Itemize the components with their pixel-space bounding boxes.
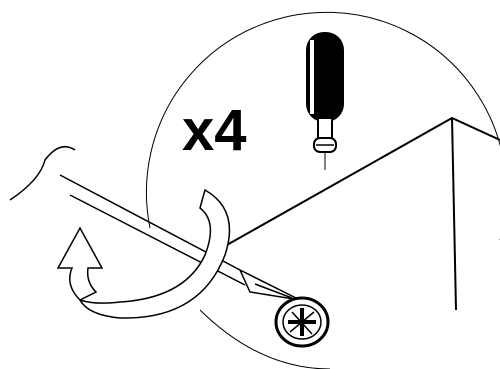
screw-icon [276,298,328,346]
quantity-label: x4 [182,98,247,163]
clockwise-rotation-arrow-icon [58,190,230,318]
large-screwdriver [10,147,300,300]
screwdriver-icon [306,32,344,170]
